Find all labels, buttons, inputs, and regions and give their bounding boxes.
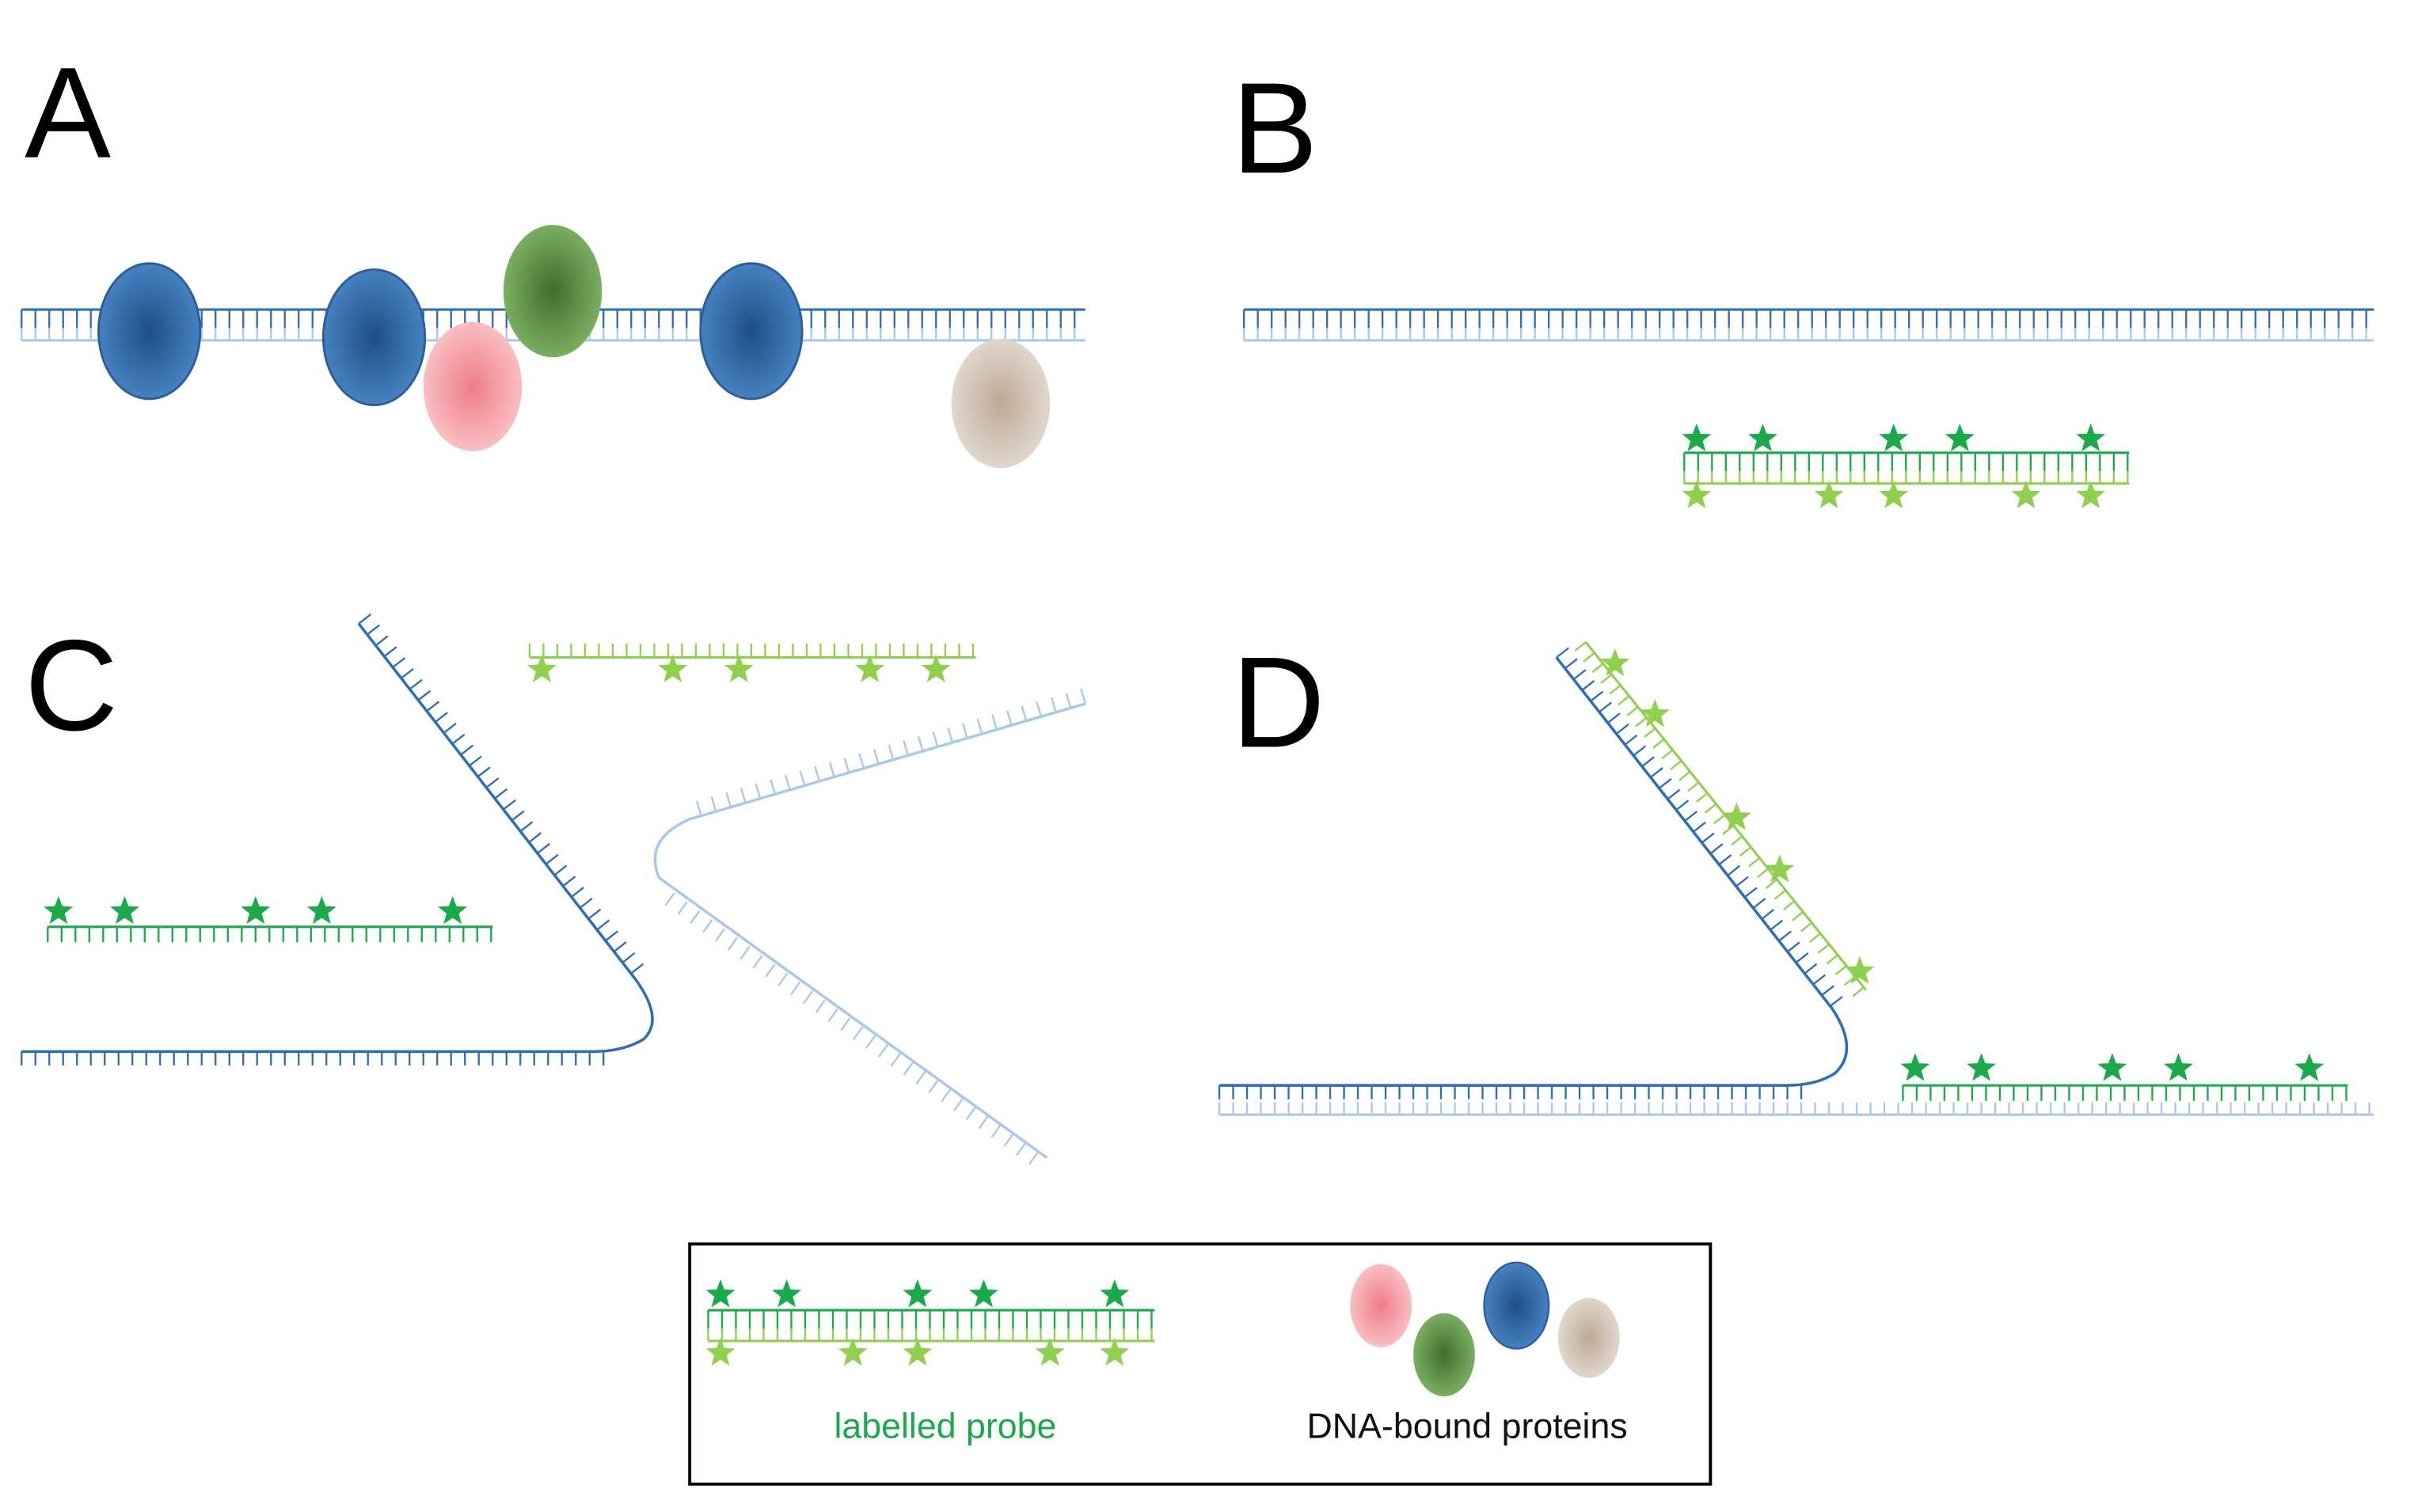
label-star-icon	[903, 1279, 933, 1308]
label-star-icon	[1600, 648, 1630, 677]
legend-proteins-label: DNA-bound proteins	[1307, 1407, 1628, 1446]
panel-b-letter: B	[1232, 55, 1318, 200]
label-star-icon	[903, 1338, 933, 1366]
strand-ticks	[664, 892, 1047, 1165]
probe-light-strand	[1574, 641, 1867, 997]
label-star-icon	[1747, 423, 1777, 452]
label-star-icon	[2294, 1053, 2325, 1081]
legend-protein-blue	[1483, 1261, 1550, 1350]
legend-protein-beige	[1557, 1297, 1620, 1378]
probe-light-strand	[707, 1328, 1155, 1343]
label-star-icon	[921, 654, 951, 682]
panel-b-double-strand-dna	[1243, 308, 2374, 342]
panel-c	[21, 613, 1087, 1165]
panel-d-bound-probes	[1574, 641, 2348, 1101]
label-star-icon	[705, 1338, 736, 1366]
label-star-icon	[1900, 1053, 1930, 1081]
legend-box	[688, 1242, 1713, 1486]
label-star-icon	[527, 654, 557, 682]
label-star-icon	[1879, 423, 1909, 452]
panel-c-dark-dna-strand	[21, 613, 654, 1066]
protein-beige	[951, 339, 1051, 469]
dna-light-strand	[1218, 1102, 2374, 1116]
protein-blue	[321, 268, 427, 407]
label-star-icon	[1765, 854, 1795, 883]
panel-b-labelled-probe	[1682, 423, 2130, 509]
label-star-icon	[658, 654, 688, 682]
label-star-icon	[110, 895, 139, 925]
panel-b	[1243, 308, 2374, 509]
label-star-icon	[1814, 480, 1844, 509]
legend-protein-pink	[1350, 1263, 1412, 1347]
dna-dark-strand	[1243, 308, 2374, 329]
protein-blue	[97, 262, 202, 401]
legend-probe-label: labelled probe	[834, 1407, 1056, 1446]
label-star-icon	[724, 654, 754, 682]
label-star-icon	[772, 1279, 802, 1308]
label-star-icon	[1945, 423, 1975, 452]
strand-ticks	[690, 688, 1087, 819]
panel-c-dark-probe-strand	[44, 895, 493, 943]
probe-dark-strand	[1683, 451, 2130, 472]
label-star-icon	[2097, 1053, 2127, 1081]
strand-ticks	[1218, 1085, 1803, 1100]
strand-backbone	[21, 622, 654, 1054]
strand-ticks	[358, 613, 644, 978]
legend-probe-icon	[705, 1279, 1155, 1366]
strand-ticks	[21, 1051, 609, 1066]
panel-d	[1218, 641, 2374, 1116]
label-star-icon	[1879, 480, 1909, 509]
label-star-icon	[2076, 423, 2106, 452]
panel-d-dna-strands	[1218, 647, 2374, 1116]
label-star-icon	[705, 1279, 736, 1308]
label-star-icon	[855, 654, 885, 682]
label-star-icon	[1967, 1053, 1997, 1081]
label-star-icon	[44, 895, 74, 925]
probe-dark-strand	[1902, 1084, 2348, 1101]
strand-backbone	[653, 702, 1086, 1159]
label-star-icon	[438, 895, 468, 925]
probe-light-strand	[528, 644, 976, 659]
panel-c-light-probe-strand	[527, 644, 976, 682]
probe-dark-strand	[707, 1309, 1155, 1329]
label-star-icon	[306, 895, 336, 925]
panel-a	[21, 225, 1085, 469]
panel-c-light-dna-strand	[653, 688, 1087, 1165]
probe-dark-strand	[47, 925, 493, 943]
strand-ticks	[1556, 647, 1843, 1009]
panel-a-letter: A	[25, 40, 111, 185]
panel-d-letter: D	[1232, 629, 1325, 774]
label-star-icon	[1100, 1279, 1130, 1308]
dna-light-strand	[1243, 328, 2374, 342]
panel-c-letter: C	[25, 613, 118, 758]
label-star-icon	[1721, 802, 1751, 830]
label-star-icon	[1640, 699, 1670, 728]
label-star-icon	[1682, 423, 1712, 452]
strand-backbone	[1219, 656, 1849, 1087]
probe-light-strand	[1683, 471, 2130, 485]
label-star-icon	[2076, 480, 2106, 509]
label-star-icon	[1035, 1338, 1065, 1366]
legend: labelled probe DNA-bound proteins	[688, 1242, 1713, 1486]
protein-pink	[423, 321, 523, 451]
label-star-icon	[969, 1279, 999, 1308]
legend-protein-green	[1413, 1313, 1475, 1396]
label-star-icon	[1682, 480, 1712, 509]
label-star-icon	[838, 1338, 868, 1366]
label-star-icon	[1845, 955, 1875, 984]
label-star-icon	[1100, 1338, 1130, 1366]
label-star-icon	[2164, 1053, 2193, 1081]
label-star-icon	[2011, 480, 2041, 509]
protein-blue	[699, 262, 804, 401]
label-star-icon	[241, 895, 271, 925]
protein-green	[503, 225, 603, 358]
